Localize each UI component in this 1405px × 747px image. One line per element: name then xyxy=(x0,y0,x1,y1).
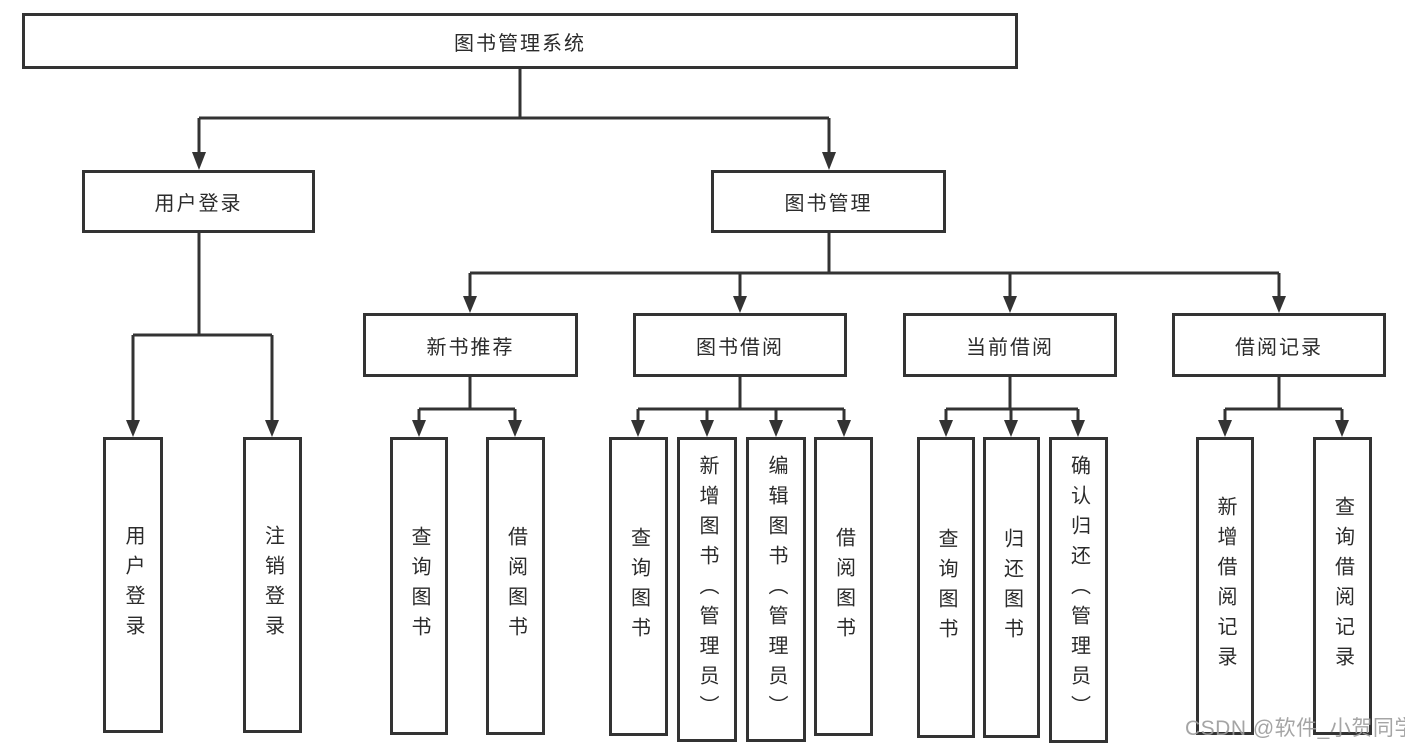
node-label: 查询借阅记录 xyxy=(1331,496,1354,676)
node-label: 用户登录 xyxy=(154,193,243,215)
node-label: 图书管理系统 xyxy=(454,32,586,55)
node-label: 确认归还（管理员） xyxy=(1067,455,1090,725)
leaf-query-borrow-record: 查询借阅记录 xyxy=(1313,437,1372,735)
node-label: 查询图书 xyxy=(627,526,650,647)
node-current-borrowing: 当前借阅 xyxy=(903,313,1117,377)
leaf-query-books: 查询图书 xyxy=(609,437,668,736)
leaf-return-books: 归还图书 xyxy=(983,437,1040,738)
leaf-borrow-books: 借阅图书 xyxy=(814,437,873,736)
leaf-edit-books-admin: 编辑图书（管理员） xyxy=(746,437,806,742)
leaf-user-login: 用户登录 xyxy=(103,437,163,733)
node-user-login-branch: 用户登录 xyxy=(82,170,315,233)
node-label: 借阅图书 xyxy=(832,526,855,647)
node-label: 图书管理 xyxy=(784,193,873,215)
node-label: 编辑图书（管理员） xyxy=(765,454,787,725)
node-label: 注销登录 xyxy=(261,525,284,645)
leaf-add-books-admin: 新增图书（管理员） xyxy=(677,437,737,742)
node-label: 图书借阅 xyxy=(696,336,784,359)
node-label: 借阅图书 xyxy=(504,526,527,646)
node-book-borrowing: 图书借阅 xyxy=(633,313,847,377)
node-borrowing-records: 借阅记录 xyxy=(1172,313,1386,377)
csdn-watermark: CSDN @软件_小贺同学 xyxy=(1185,717,1405,740)
node-label: 新增借阅记录 xyxy=(1214,496,1236,676)
leaf-add-borrow-record: 新增借阅记录 xyxy=(1196,437,1254,735)
leaf-logout: 注销登录 xyxy=(243,437,302,733)
leaf-borrow-books: 借阅图书 xyxy=(486,437,545,735)
node-book-management-branch: 图书管理 xyxy=(711,170,946,233)
node-new-book-recommendation: 新书推荐 xyxy=(363,313,578,377)
node-label: 新增图书（管理员） xyxy=(696,454,718,725)
leaf-query-books: 查询图书 xyxy=(390,437,448,735)
node-library-management-system: 图书管理系统 xyxy=(22,13,1018,69)
node-label: 查询图书 xyxy=(935,527,957,648)
leaf-query-books: 查询图书 xyxy=(917,437,975,738)
node-label: 查询图书 xyxy=(408,526,430,646)
node-label: 归还图书 xyxy=(1000,527,1023,648)
node-label: 新书推荐 xyxy=(426,336,515,359)
node-label: 当前借阅 xyxy=(966,336,1054,359)
node-label: 借阅记录 xyxy=(1235,336,1323,359)
leaf-confirm-return-admin: 确认归还（管理员） xyxy=(1049,437,1108,743)
node-label: 用户登录 xyxy=(122,525,144,645)
